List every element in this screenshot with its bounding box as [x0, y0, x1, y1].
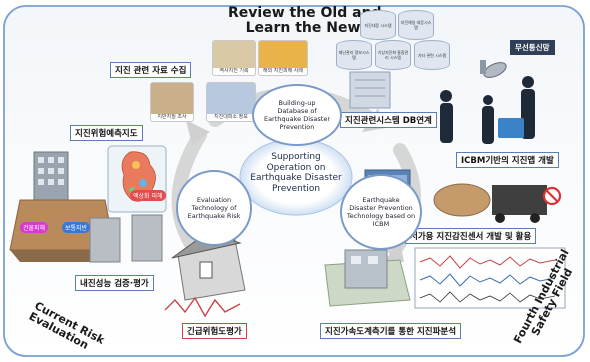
label-accel-analysis: 지진가속도계측기를 통한 지진파분석 [320, 323, 462, 339]
tile-history-caption: 역사지진 기록 [213, 68, 255, 75]
badge-building-damage: 건물피해 [20, 222, 49, 233]
tile-geology: 지반지질 조사 [150, 82, 194, 122]
tile-history: 역사지진 기록 [212, 40, 256, 76]
label-wireless: 무선통신망 [510, 40, 555, 55]
label-db-link: 지진관련시스템 DB연계 [340, 112, 437, 128]
satellite-illustration [480, 60, 507, 78]
node-risk-line2: Technology of [191, 204, 237, 212]
label-seismic-performance: 내진성능 검증·평가 [75, 275, 154, 291]
center-line1: Supporting [271, 152, 321, 162]
node-database: Building-up Database of Earthquake Disas… [252, 84, 342, 146]
node-risk-evaluation: Evaluation Technology of Earthquake Risk [176, 170, 252, 246]
label-risk-map: 지진위험예측지도 [70, 125, 143, 141]
node-database-line2: Database of [277, 107, 317, 115]
label-sensor: 저가용 지진감진센서 개발 및 활용 [405, 228, 537, 244]
center-line2: Operation on [266, 162, 326, 173]
label-icbm-app: ICBM기반의 지진앱 개발 [456, 152, 559, 168]
db-node-3: 재난관리 정보시스템 [336, 40, 372, 70]
center-line4: Prevention [271, 183, 321, 194]
center-title: Supporting Operation on Earthquake Disas… [246, 152, 346, 194]
node-icbm-line1: Earthquake [362, 196, 400, 204]
node-database-line1: Building-up [278, 99, 316, 107]
node-icbm-line3: Technology based on [346, 212, 416, 220]
node-database-line3: Earthquake Disaster [263, 115, 331, 123]
node-risk-line1: Evaluation [196, 196, 232, 204]
badge-liquefaction: 액상화 피해 [130, 190, 166, 201]
header-title-line1: Review the Old and [228, 5, 382, 21]
node-icbm: Earthquake Disaster Prevention Technolog… [340, 174, 422, 250]
node-risk-line3: Earthquake Risk [187, 212, 241, 220]
label-emergency-eval: 긴급위험도평가 [182, 323, 247, 339]
center-line3: Earthquake Disaster [250, 173, 342, 183]
tile-overseas: 해외 지진피해 사례 [258, 40, 308, 76]
header-title: Review the Old and Learn the New [228, 5, 382, 36]
korea-risk-map [107, 145, 167, 213]
accel-station-illustration [324, 247, 566, 309]
db-node-1: 지진대응 시스템 [360, 10, 396, 40]
server-illustration [349, 71, 391, 109]
tile-geology-caption: 지반지질 조사 [151, 114, 193, 121]
node-icbm-line4: ICBM [372, 220, 390, 228]
db-node-2: 지진해일 대응시스템 [398, 10, 434, 40]
db-node-5: 기타 관련 시스템 [414, 40, 450, 70]
node-icbm-line2: Disaster Prevention [349, 204, 413, 212]
tile-facility: 지진대피소 정보 [206, 82, 256, 122]
node-database-line4: Prevention [279, 123, 315, 131]
badge-normal-ground: 보통지반 [62, 222, 91, 233]
tile-facility-caption: 지진대피소 정보 [207, 114, 255, 121]
db-node-4: 기상지진화 통합관리 시스템 [375, 40, 411, 70]
tile-overseas-caption: 해외 지진피해 사례 [259, 68, 307, 75]
label-data-collection: 지진 관련 자료 수집 [110, 62, 192, 78]
people-silhouettes [440, 76, 535, 144]
header-title-line2: Learn the New [245, 20, 361, 36]
